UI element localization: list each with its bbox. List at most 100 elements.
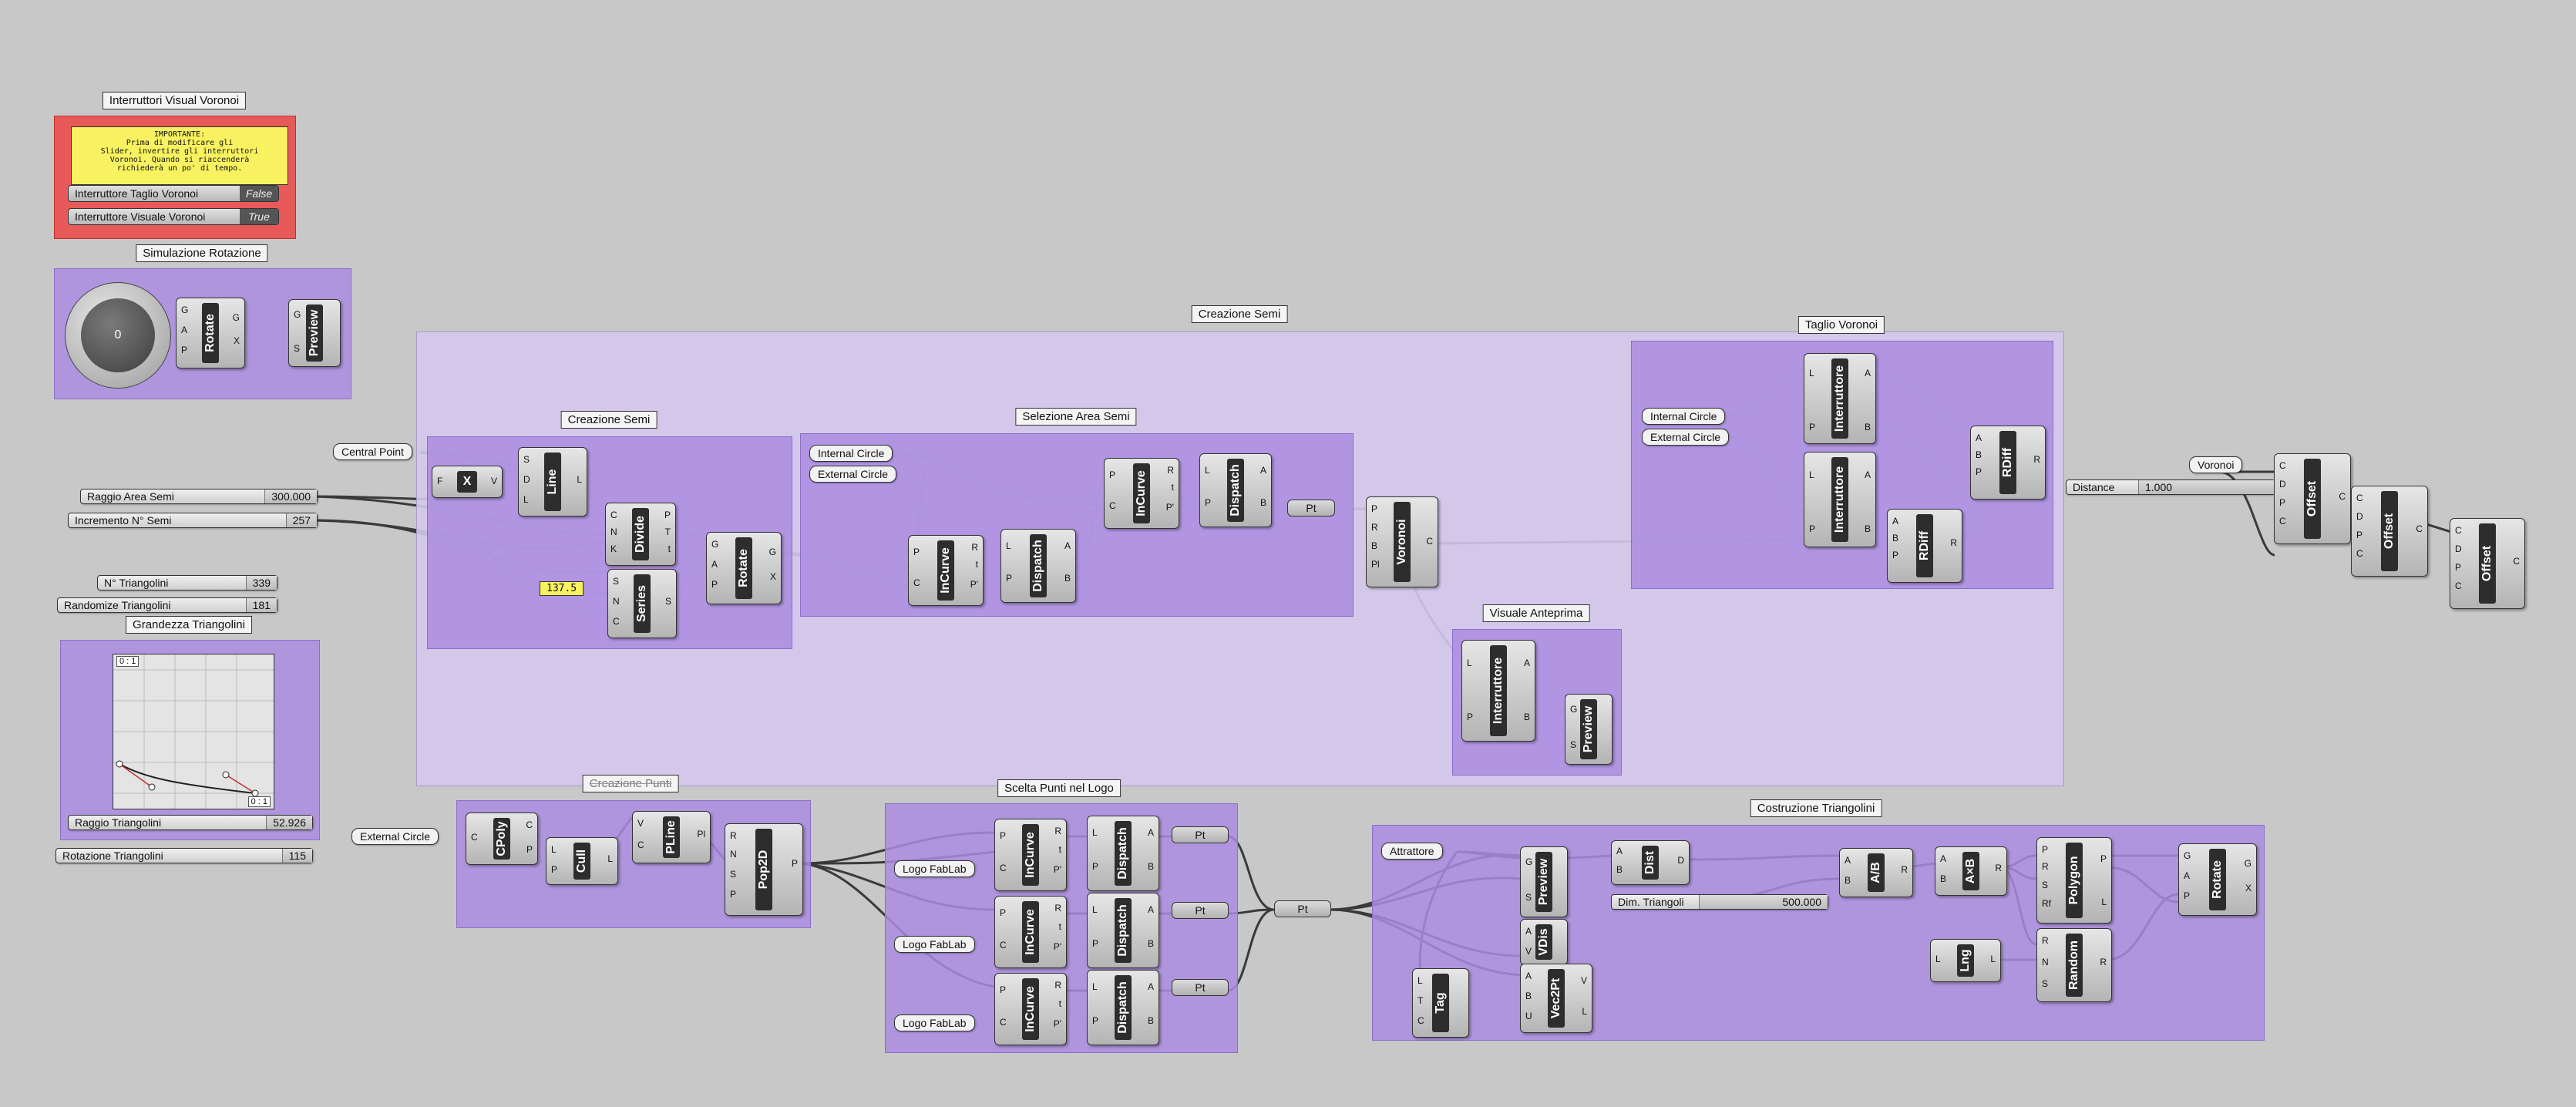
slider-value[interactable]: 300.000 (264, 490, 317, 503)
component-name: Cull (573, 843, 590, 880)
group-title-selezione-area-semi: Selezione Area Semi (1015, 408, 1137, 426)
slider-value[interactable]: 181 (245, 598, 277, 612)
component-name: RDiff (1916, 514, 1933, 577)
point-param-logo-3[interactable]: Pt (1172, 979, 1229, 996)
slider-distance[interactable]: Distance 1.000 (2066, 479, 2275, 495)
group-title-costruzione-triangolini: Costruzione Triangolini (1750, 799, 1882, 817)
external-circle-panel[interactable]: External Circle (809, 466, 897, 483)
component-name: Rotate (202, 303, 219, 363)
component-name: Rotate (2209, 849, 2226, 910)
slider-randomize[interactable]: Randomize Triangolini 181 (57, 597, 277, 613)
central-point-panel[interactable]: Central Point (333, 443, 412, 460)
slider-label: N° Triangolini (104, 577, 169, 589)
slider-label: Raggio Area Semi (87, 490, 174, 503)
point-param[interactable]: Pt (1287, 500, 1335, 516)
slider-dim-triangoli[interactable]: Dim. Triangoli 500.000 (1611, 894, 1828, 910)
toggle-value[interactable]: False (240, 186, 278, 201)
slider-value[interactable]: 339 (245, 576, 277, 590)
external-circle-panel-2[interactable]: External Circle (1642, 429, 1730, 446)
point-param-logo-2[interactable]: Pt (1172, 902, 1229, 919)
component-name: Offset (2304, 459, 2321, 539)
rotation-knob[interactable]: 0 (65, 282, 171, 389)
component-name: Tag (1432, 974, 1449, 1032)
logo-panel-2[interactable]: Logo FabLab (894, 936, 975, 953)
group-title-simulazione-rotazione: Simulazione Rotazione (136, 244, 268, 262)
toggle-visuale-voronoi[interactable]: Interruttore Visuale Voronoi True (68, 208, 279, 225)
slider-label: Distance (2073, 481, 2115, 493)
toggle-value[interactable]: True (240, 209, 278, 224)
slider-rotazione-triangolini[interactable]: Rotazione Triangolini 115 (55, 848, 313, 863)
slider-label: Randomize Triangolini (64, 599, 171, 611)
component-name: InCurve (1022, 824, 1039, 886)
internal-circle-panel-2[interactable]: Internal Circle (1642, 408, 1726, 425)
slider-value[interactable]: 52.926 (266, 816, 312, 829)
external-circle-panel-3[interactable]: External Circle (351, 828, 439, 845)
group-title-creazione-punti: Creazione Punti (582, 775, 679, 792)
internal-circle-panel[interactable]: Internal Circle (809, 445, 893, 462)
slider-incremento[interactable]: Incremento N° Semi 257 (68, 513, 318, 528)
slider-n-triangolini[interactable]: N° Triangolini 339 (97, 575, 277, 591)
slider-value[interactable]: 1.000 (2138, 480, 2275, 494)
logo-panel-3[interactable]: Logo FabLab (894, 1014, 975, 1031)
slider-value[interactable]: 257 (285, 513, 317, 527)
component-name: InCurve (937, 540, 954, 601)
logo-panel-1[interactable]: Logo FabLab (894, 860, 975, 877)
graph-mapper[interactable]: 0 : 1 0 : 1 (113, 654, 274, 809)
component-name: Lng (1957, 944, 1974, 977)
point-param-logo-1[interactable]: Pt (1172, 826, 1229, 843)
component-name: Offset (2381, 491, 2398, 571)
number-panel[interactable]: 137.5 (540, 581, 584, 596)
point-param-merge[interactable]: Pt (1274, 900, 1331, 917)
voronoi-panel[interactable]: Voronoi (2189, 456, 2243, 473)
slider-raggio-area-semi[interactable]: Raggio Area Semi 300.000 (80, 489, 318, 504)
toggle-taglio-voronoi[interactable]: Interruttore Taglio Voronoi False (68, 185, 279, 202)
slider-value[interactable]: 500.000 (1699, 895, 1828, 909)
slider-value[interactable]: 115 (281, 849, 312, 863)
slider-raggio-triangolini[interactable]: Raggio Triangolini 52.926 (68, 815, 313, 830)
component-name: Interruttore (1831, 358, 1848, 439)
attrattore-panel[interactable]: Attrattore (1381, 843, 1443, 860)
